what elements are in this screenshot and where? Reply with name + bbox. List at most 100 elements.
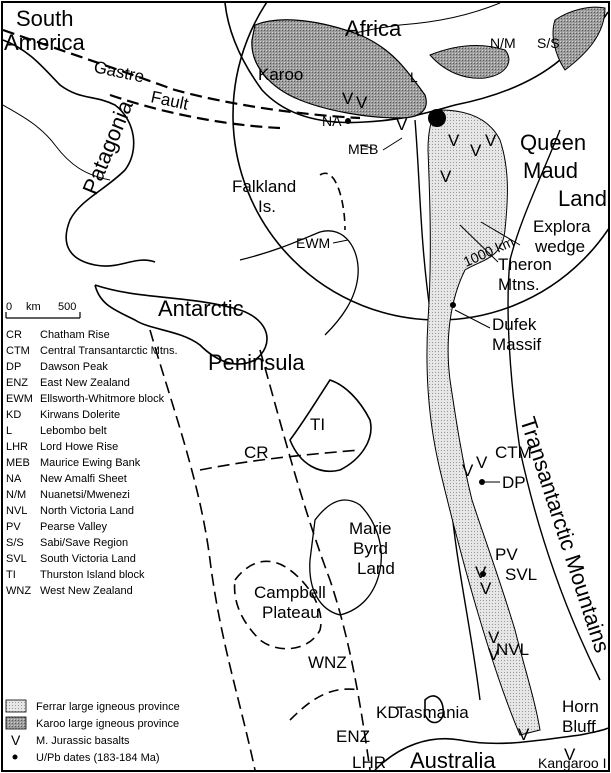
ewm-block (239, 230, 359, 336)
label-nvl: NVL (496, 640, 529, 659)
legend-dot-symbol (12, 754, 18, 760)
abbrev-code: CR (6, 329, 22, 341)
gastre-fault-line-2 (109, 93, 281, 130)
label-lhr: LHR (352, 753, 386, 772)
basalt-symbol: V (462, 461, 474, 480)
antarctic-peninsula-coast (94, 284, 268, 365)
label-plateau: Plateau (262, 603, 320, 622)
basalt-symbol: V (488, 645, 500, 664)
label-l: L (410, 69, 418, 85)
abbrev-name: Pearse Valley (40, 521, 108, 533)
legend: Ferrar large igneous province Karoo larg… (5, 699, 180, 764)
basalt-symbol: V (448, 131, 460, 150)
basalt-symbol: V (396, 115, 408, 134)
label-land: Land (558, 186, 607, 211)
abbrev-code: CTM (6, 345, 30, 357)
abbrev-code: DP (6, 361, 21, 373)
falkland-leader (359, 144, 373, 149)
abbrev-code: ENZ (6, 377, 28, 389)
basalt-symbol: V (440, 167, 452, 186)
dufek-leader (454, 309, 491, 329)
label-dp: DP (502, 473, 526, 492)
label-falkland-is: Is. (258, 197, 276, 216)
patagonia-contour (3, 104, 111, 181)
abbrev-name: Sabi/Save Region (40, 537, 128, 549)
label-svl: SVL (505, 565, 537, 584)
label-australia: Australia (410, 748, 496, 773)
abbrev-code: SVL (6, 553, 27, 565)
label-meb: MEB (348, 141, 378, 157)
legend-karoo-swatch (5, 716, 27, 730)
campbell-plateau-outline (233, 560, 322, 650)
legend-dates-label: U/Pb dates (183-184 Ma) (36, 752, 160, 764)
scale-max: 500 (58, 301, 76, 313)
abbrev-name: Lord Howe Rise (40, 441, 118, 453)
basalt-symbol: V (342, 89, 354, 108)
abbrev-name: West New Zealand (40, 585, 133, 597)
ewm-dashed (319, 172, 346, 231)
label-karoo: Karoo (258, 65, 303, 84)
label-massif: Massif (492, 335, 541, 354)
karoo-province (251, 19, 427, 119)
label-enz: ENZ (336, 727, 370, 746)
abbrev-code: NVL (6, 505, 27, 517)
upb-dot-pv (480, 571, 486, 577)
marie-byrd-land-block (309, 499, 382, 616)
label-queen: Queen (520, 130, 586, 155)
label-ewm: EWM (296, 235, 330, 251)
south-america-coast (3, 39, 156, 267)
explora-leader (480, 221, 521, 246)
australia-coast (374, 727, 608, 770)
label-byrd-land: Land (357, 559, 395, 578)
label-america: America (4, 30, 85, 55)
theron-leader (459, 224, 499, 263)
abbrev-name: Central Transantarctic Mtns. (40, 345, 178, 357)
basalt-symbol: V (356, 93, 368, 112)
abbrev-name: North Victoria Land (40, 505, 134, 517)
tasmania-shape (424, 695, 445, 724)
abbrev-code: EWM (6, 393, 33, 405)
abbrev-code: KD (6, 409, 21, 421)
abbrev-name: New Amalfi Sheet (40, 473, 127, 485)
legend-basalt-symbol: V (11, 732, 21, 748)
gastre-fault-line (3, 28, 361, 120)
ta-coast-e (507, 129, 601, 681)
label-dufek: Dufek (492, 315, 537, 334)
cr-dashed (199, 449, 361, 471)
abbrev-name: Dawson Peak (40, 361, 108, 373)
legend-karoo-label: Karoo large igneous province (36, 718, 179, 730)
label-tasmania: Tasmania (396, 703, 469, 722)
label-africa: Africa (345, 16, 402, 41)
label-maud: Maud (523, 158, 578, 183)
label-pv: PV (495, 545, 518, 564)
abbrev-code: NA (6, 473, 22, 485)
abbrev-code: LHR (6, 441, 28, 453)
thurston-island-block (289, 379, 372, 472)
label-wnz: WNZ (308, 653, 347, 672)
label-na: NA (322, 113, 342, 129)
basalt-symbol: V (485, 131, 497, 150)
label-campbell: Campbell (254, 583, 326, 602)
label-horn: Horn (562, 697, 599, 716)
ferrar-province (426, 109, 541, 736)
karoo-nm-patch (429, 45, 510, 79)
wnz-dashed (289, 688, 361, 721)
label-wedge: wedge (534, 237, 585, 256)
legend-ferrar-swatch (5, 699, 27, 713)
label-antarctic: Antarctic (158, 296, 244, 321)
ewm-leader (332, 239, 349, 244)
label-cr: CR (244, 443, 269, 462)
abbrev-code: N/M (6, 489, 26, 501)
label-kangaroo: Kangaroo I (538, 755, 607, 771)
abbrev-name: Ellsworth-Whitmore block (40, 393, 165, 405)
basalt-symbol: V (475, 563, 487, 582)
label-byrd: Byrd (353, 539, 388, 558)
label-bluff: Bluff (562, 717, 596, 736)
label-ss: S/S (537, 35, 560, 51)
label-explora: Explora (533, 217, 591, 236)
basalt-symbol: V (480, 579, 492, 598)
basalt-symbol: V (564, 745, 576, 764)
